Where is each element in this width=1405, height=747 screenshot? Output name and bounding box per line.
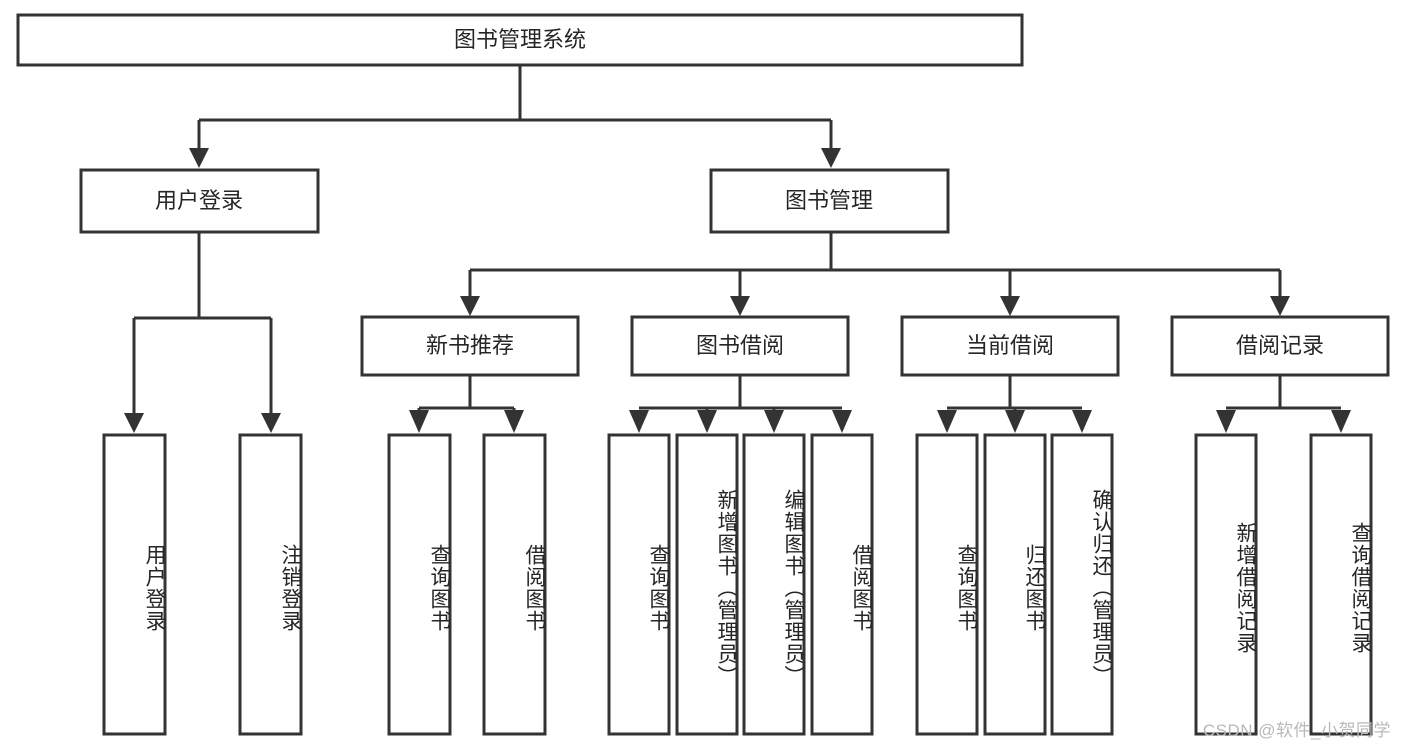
node-book-manage[interactable]: 图书管理 <box>709 168 950 234</box>
borrow-record-box[interactable] <box>1170 315 1390 377</box>
leaf-confirm-return-label: 确认归还（管理员） <box>1090 488 1112 687</box>
csdn-watermark: CSDN @软件_小贺同学 <box>1202 721 1391 740</box>
arrowhead-leaf-edit-book <box>764 410 784 433</box>
node-leaf-borrow-book-1[interactable]: 借阅图书 <box>482 433 547 736</box>
arrowhead-new-book-recommend <box>460 296 480 316</box>
node-leaf-query-book-3[interactable]: 查询图书 <box>915 433 979 736</box>
borrow-record-label: 借阅记录 <box>1236 333 1324 358</box>
node-current-borrow[interactable]: 当前借阅 <box>900 315 1120 377</box>
node-new-book-recommend[interactable]: 新书推荐 <box>360 315 580 377</box>
connectors <box>124 65 1351 433</box>
leaf-borrow-book-2-box[interactable] <box>810 433 874 736</box>
root-box[interactable] <box>16 13 1024 67</box>
root-label: 图书管理系统 <box>454 27 586 52</box>
leaf-borrow-book-2-label: 借阅图书 <box>850 543 872 632</box>
current-borrow-box[interactable] <box>900 315 1120 377</box>
arrowhead-leaf-borrow-book-1 <box>504 410 524 433</box>
arrowhead-leaf-user-login <box>124 413 144 433</box>
node-leaf-query-book-2[interactable]: 查询图书 <box>607 433 671 736</box>
leaf-edit-book-box[interactable] <box>742 433 806 736</box>
leaf-query-book-3-label: 查询图书 <box>955 543 977 632</box>
leaf-user-login-box[interactable] <box>102 433 167 736</box>
arrowhead-leaf-user-logout <box>261 413 281 433</box>
leaf-confirm-return-box[interactable] <box>1050 433 1114 736</box>
arrowhead-book-borrow <box>730 296 750 316</box>
new-book-recommend-label: 新书推荐 <box>426 333 514 358</box>
node-leaf-confirm-return[interactable]: 确认归还（管理员） <box>1050 433 1114 736</box>
leaf-query-record-box[interactable] <box>1309 433 1373 736</box>
arrowhead-leaf-add-book <box>697 410 717 433</box>
node-leaf-add-book[interactable]: 新增图书（管理员） <box>675 433 739 736</box>
leaf-query-book-1-box[interactable] <box>387 433 452 736</box>
arrowhead-leaf-confirm-return <box>1072 410 1092 433</box>
user-login-label: 用户登录 <box>155 188 243 213</box>
node-root[interactable]: 图书管理系统 <box>16 13 1024 67</box>
arrowhead-leaf-query-book-3 <box>937 410 957 433</box>
book-manage-box[interactable] <box>709 168 950 234</box>
book-borrow-label: 图书借阅 <box>696 333 784 358</box>
leaf-add-record-label: 新增借阅记录 <box>1234 521 1256 654</box>
node-leaf-return-book[interactable]: 归还图书 <box>983 433 1047 736</box>
leaf-user-logout-label: 注销登录 <box>279 543 301 632</box>
leaf-return-book-label: 归还图书 <box>1023 543 1045 632</box>
book-manage-label: 图书管理 <box>785 188 873 213</box>
leaf-add-record-box[interactable] <box>1194 433 1258 736</box>
new-book-recommend-box[interactable] <box>360 315 580 377</box>
leaf-nodes: 用户登录 注销登录 查询图书 借阅图书 查询图书 <box>102 433 1373 736</box>
leaf-query-book-2-label: 查询图书 <box>647 543 669 632</box>
arrowhead-leaf-query-book-1 <box>409 410 429 433</box>
leaf-return-book-box[interactable] <box>983 433 1047 736</box>
arrowhead-leaf-borrow-book-2 <box>832 410 852 433</box>
node-user-login[interactable]: 用户登录 <box>79 168 320 234</box>
arrowhead-leaf-add-record <box>1216 410 1236 433</box>
node-leaf-add-record[interactable]: 新增借阅记录 <box>1194 433 1258 736</box>
arrowhead-leaf-query-record <box>1331 410 1351 433</box>
leaf-query-record-label: 查询借阅记录 <box>1349 521 1371 654</box>
arrowhead-current-borrow <box>1000 296 1020 316</box>
arrowhead-leaf-query-book-2 <box>629 410 649 433</box>
node-leaf-query-record[interactable]: 查询借阅记录 <box>1309 433 1373 736</box>
arrowhead-borrow-record <box>1270 296 1290 316</box>
leaf-add-book-label: 新增图书（管理员） <box>715 488 737 687</box>
leaf-add-book-box[interactable] <box>675 433 739 736</box>
user-login-box[interactable] <box>79 168 320 234</box>
leaf-edit-book-label: 编辑图书（管理员） <box>782 488 804 687</box>
node-book-borrow[interactable]: 图书借阅 <box>630 315 850 377</box>
leaf-user-login-label: 用户登录 <box>143 543 165 632</box>
arrowhead-leaf-return-book <box>1005 410 1025 433</box>
node-leaf-user-login[interactable]: 用户登录 <box>102 433 167 736</box>
node-leaf-user-logout[interactable]: 注销登录 <box>238 433 303 736</box>
leaf-borrow-book-1-label: 借阅图书 <box>523 543 545 632</box>
arrowhead-user-login <box>189 148 209 168</box>
book-borrow-box[interactable] <box>630 315 850 377</box>
leaf-query-book-3-box[interactable] <box>915 433 979 736</box>
leaf-user-logout-box[interactable] <box>238 433 303 736</box>
node-borrow-record[interactable]: 借阅记录 <box>1170 315 1390 377</box>
leaf-query-book-1-label: 查询图书 <box>428 543 450 632</box>
arrowhead-book-manage <box>821 148 841 168</box>
node-leaf-edit-book[interactable]: 编辑图书（管理员） <box>742 433 806 736</box>
leaf-query-book-2-box[interactable] <box>607 433 671 736</box>
leaf-borrow-book-1-box[interactable] <box>482 433 547 736</box>
node-leaf-query-book-1[interactable]: 查询图书 <box>387 433 452 736</box>
node-leaf-borrow-book-2[interactable]: 借阅图书 <box>810 433 874 736</box>
current-borrow-label: 当前借阅 <box>966 333 1054 358</box>
